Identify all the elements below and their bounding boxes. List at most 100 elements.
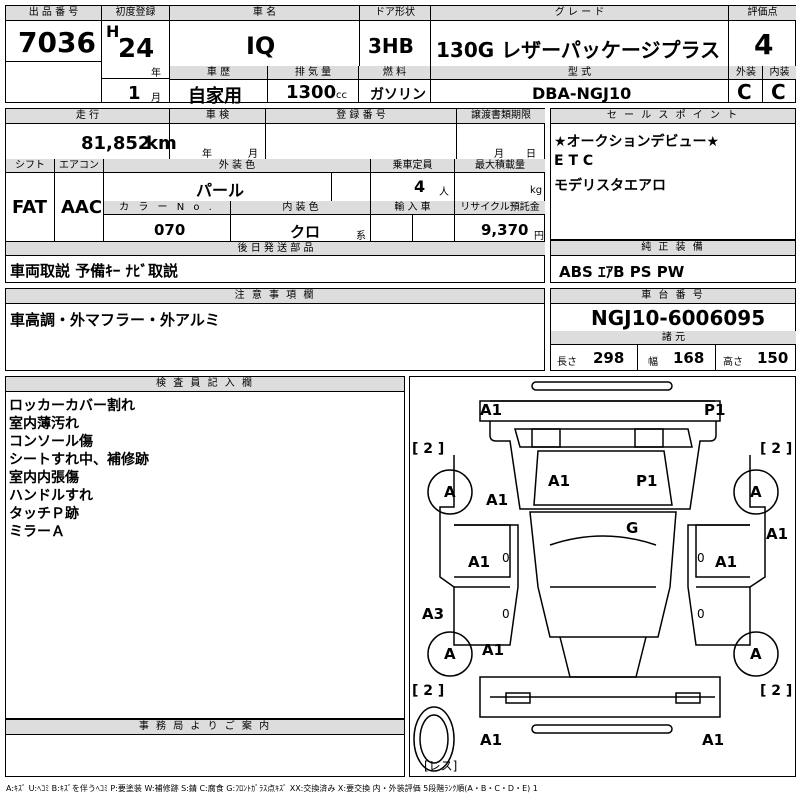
office-box: 事 務 局 よ り ご 案 内	[5, 719, 405, 777]
model-label: 型 式	[431, 66, 728, 80]
mark-hood-p1: P1	[636, 472, 658, 490]
hei-label: 高さ	[723, 357, 743, 368]
transfer-day-unit: 日	[526, 149, 536, 160]
inspector-line-6: ハンドルすれ	[9, 488, 93, 504]
dims-label: 諸 元	[551, 331, 796, 345]
mark-left-rear-a3: A3	[422, 605, 445, 623]
fuel: ガソリン	[370, 87, 426, 103]
mark-zero-r2: 0	[697, 607, 705, 621]
mileage: 81,852	[81, 133, 151, 154]
mark-right-door: A1	[715, 553, 738, 571]
recycle: 9,370	[481, 221, 529, 239]
notes: 車高調・外マフラー・外アルミ	[10, 311, 220, 329]
fuel-label: 燃 料	[359, 66, 430, 80]
capacity: 4	[414, 177, 426, 196]
capacity-unit: 人	[439, 187, 449, 198]
insp-year-unit: 年	[202, 149, 212, 160]
mark-zero-l1: 0	[502, 551, 510, 565]
transfer-month-unit: 月	[494, 149, 504, 160]
mark-rear-right: A1	[702, 731, 725, 749]
int-color-unit: 系	[356, 231, 366, 242]
door-label: ドア形状	[360, 6, 430, 21]
shift: FAT	[12, 197, 48, 218]
score: 4	[754, 28, 774, 61]
disp-unit: cc	[336, 90, 347, 101]
reg-label: 登 録 番 号	[266, 109, 456, 124]
lot-number: 7036	[18, 26, 96, 59]
tire-rr: A	[750, 645, 762, 663]
lot-label: 出 品 番 号	[6, 6, 101, 21]
reg-month: 1	[128, 83, 141, 104]
tire-rl: A	[444, 645, 456, 663]
recycle-unit: 円	[534, 231, 544, 242]
mark-front-right: P1	[704, 401, 726, 419]
length: 298	[593, 349, 625, 367]
car-name: IQ	[246, 32, 276, 60]
shift-label: シフト	[6, 159, 54, 173]
inspector-line-5: 室内内張傷	[9, 470, 79, 486]
tread-rr: [ 2 ]	[760, 683, 793, 699]
mark-rear-left: A1	[480, 731, 503, 749]
tire-fl: A	[444, 483, 456, 501]
tread-fr: [ 2 ]	[760, 441, 793, 457]
mark-zero-r1: 0	[697, 551, 705, 565]
height: 150	[757, 349, 789, 367]
color: パール	[196, 181, 245, 200]
legend: A:ｷｽﾞ U:ﾍｺﾐ B:ｷｽﾞを伴うﾍｺﾐ P:要塗装 W:補修跡 S:錆 …	[6, 784, 538, 793]
inspector-line-4: シートすれ中、補修跡	[9, 452, 149, 468]
car-diagram: A1 P1 A1 P1 G A1 A1 A1 A1 A3 A1 0 0 0 0 …	[409, 376, 796, 777]
notes-label: 注 意 事 項 欄	[6, 289, 544, 304]
model: DBA-NGJ10	[532, 84, 632, 103]
recycle-label: リサイクル預託金	[455, 201, 545, 215]
width: 168	[673, 349, 705, 367]
car-outline	[413, 381, 779, 772]
mark-glass: G	[626, 519, 639, 537]
equip-label: 純 正 装 備	[551, 241, 795, 256]
chassis-box: 車 台 番 号 NGJ10-6006095 諸 元 長さ 298 幅 168 高…	[550, 288, 796, 371]
wid-label: 幅	[648, 357, 658, 368]
inspection-label: 車 検	[170, 109, 265, 124]
door-type: 3HB	[368, 34, 414, 58]
history: 自家用	[188, 86, 242, 107]
sales-box: セ ー ル ス ポ イ ン ト ★オークションデビュー★ E T C モデリスタ…	[550, 108, 796, 240]
later-parts: 車両取説 予備ｷｰ ﾅﾋﾞ取説	[10, 262, 178, 280]
score-label: 評価点	[729, 6, 796, 21]
len-label: 長さ	[557, 357, 577, 368]
load-label: 最大積載量	[455, 159, 545, 173]
inspector-line-1: ロッカーカバー割れ	[9, 398, 135, 414]
later-parts-box: 車両取説 予備ｷｰ ﾅﾋﾞ取説	[5, 255, 545, 283]
notes-box: 注 意 事 項 欄 車高調・外マフラー・外アルミ	[5, 288, 545, 371]
ac: AAC	[61, 197, 103, 218]
equip: ABS ｴｱB PS PW	[559, 263, 685, 281]
sales-item-1: ★オークションデビュー★	[554, 134, 720, 150]
int-label: 内装	[763, 66, 796, 80]
spec-block: 走 行 81,852 km 車 検 年 月 登 録 番 号 譲渡書類期限 月 日…	[5, 108, 545, 256]
ext-label: 外装	[729, 66, 763, 80]
mark-left-door: A1	[468, 553, 491, 571]
name-label: 車 名	[170, 6, 359, 21]
int-color-label: 内 装 色	[231, 201, 370, 215]
office-label: 事 務 局 よ り ご 案 内	[6, 720, 404, 735]
era: H	[106, 22, 120, 41]
displacement: 1300	[286, 82, 337, 103]
header-block: 出 品 番 号 7036 初度登録 H 24 年 1 月 車 名 IQ ドア形状…	[5, 5, 796, 107]
month-unit: 月	[151, 93, 161, 104]
color-label: 外 装 色	[104, 159, 370, 173]
grade-label: グ レ ー ド	[431, 6, 728, 21]
mark-left-rear-a1: A1	[482, 641, 505, 659]
int-color: クロ	[290, 223, 321, 241]
tire-fr: A	[750, 483, 762, 501]
load-unit: kg	[530, 185, 543, 196]
insp-month-unit: 月	[248, 149, 258, 160]
mark-hood-a1: A1	[548, 472, 571, 490]
inspector-line-7: タッチＰ跡	[9, 506, 79, 522]
chassis-label: 車 台 番 号	[551, 289, 795, 304]
chassis-number: NGJ10-6006095	[591, 306, 766, 330]
inspector-label: 検 査 員 記 入 欄	[6, 377, 404, 392]
transfer-label: 譲渡書類期限	[457, 109, 545, 124]
first-reg-label: 初度登録	[102, 6, 169, 21]
mark-right-fender: A1	[766, 525, 789, 543]
tread-fl: [ 2 ]	[412, 441, 445, 457]
history-label: 車 歴	[170, 66, 267, 80]
inspector-box: 検 査 員 記 入 欄 ロッカーカバー割れ 室内薄汚れ コンソール傷 シートすれ…	[5, 376, 405, 719]
